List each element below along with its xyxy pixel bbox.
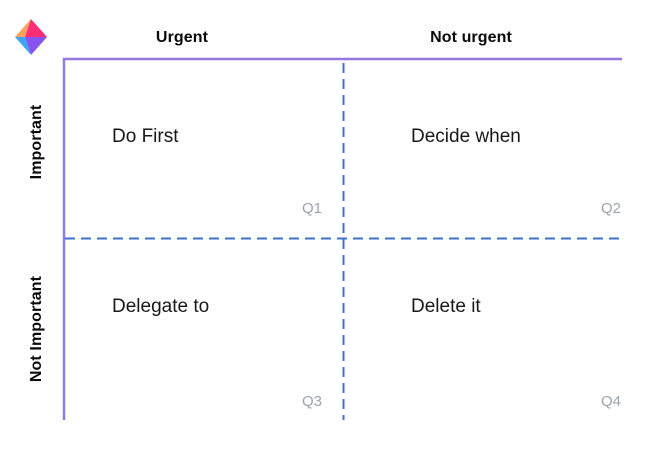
quadrant-title: Decide when [411, 126, 521, 147]
quadrant-title: Delete it [411, 296, 481, 317]
quadrant-q2[interactable]: Decide when Q2 [344, 60, 622, 238]
logo-facet-orange [15, 19, 31, 37]
quadrant-label: Q4 [600, 393, 621, 410]
diamond-logo-icon[interactable] [15, 19, 47, 55]
logo-facet-pink [25, 19, 47, 37]
quadrant-q3[interactable]: Delegate to Q3 [64, 239, 343, 420]
column-header-not-urgent: Not urgent [430, 29, 512, 46]
quadrant-label: Q3 [301, 393, 322, 410]
logo-facet-blue [15, 37, 31, 55]
quadrant-title: Do First [112, 126, 179, 147]
quadrant-label: Q2 [600, 200, 621, 217]
quadrant-title: Delegate to [112, 296, 210, 317]
logo-facet-purple [25, 37, 47, 55]
row-header-not-important: Not Important [28, 275, 45, 383]
row-header-important: Important [28, 104, 45, 180]
column-header-urgent: Urgent [155, 29, 209, 46]
quadrant-q1[interactable]: Do First Q1 [64, 60, 343, 238]
quadrant-label: Q1 [301, 200, 322, 217]
quadrant-q4[interactable]: Delete it Q4 [344, 239, 622, 420]
